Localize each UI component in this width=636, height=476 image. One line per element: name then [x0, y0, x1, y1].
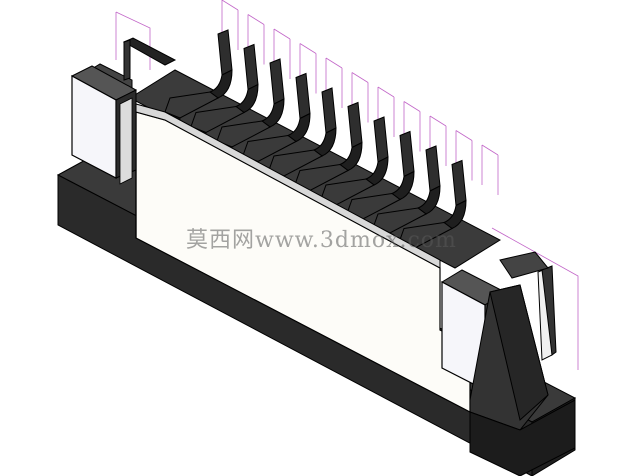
guide-line — [299, 43, 317, 54]
contact-pin — [190, 43, 259, 142]
left-latch — [70, 37, 177, 185]
watermark-text: 莫西网www.3dmox.com — [186, 228, 457, 253]
contact-pin — [398, 159, 467, 258]
guide-lines — [115, 0, 579, 370]
guide-line — [325, 57, 343, 69]
guide-line — [273, 28, 291, 40]
guide-line — [481, 144, 499, 156]
guide-line — [377, 86, 395, 98]
contact-pin — [216, 58, 285, 156]
contact-pins — [164, 29, 467, 258]
base-foot — [469, 399, 576, 476]
guide-line — [455, 130, 473, 141]
contact-pin — [372, 145, 441, 243]
contact-pin — [242, 72, 311, 171]
guide-line — [221, 0, 239, 11]
guide-line — [429, 115, 447, 127]
right-latch — [440, 251, 557, 431]
contact-pin — [268, 87, 337, 185]
guide-line — [351, 72, 369, 83]
guide-line — [491, 227, 579, 370]
guide-line — [247, 14, 265, 25]
contact-pin — [164, 29, 233, 127]
contact-pin — [346, 130, 415, 229]
guide-line — [403, 101, 421, 112]
